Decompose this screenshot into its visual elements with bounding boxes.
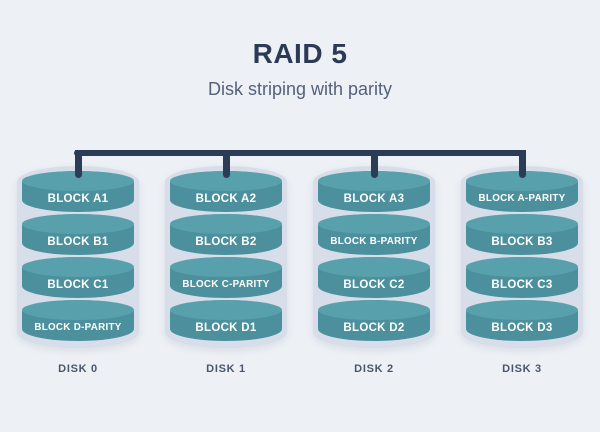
disk-block-label: BLOCK D3 xyxy=(491,322,553,334)
disk-block: BLOCK D3 xyxy=(466,300,578,341)
disk-column: BLOCK A3 BLOCK B-PARITY BLOCK C2 BLOCK D… xyxy=(313,150,435,375)
disk-column: BLOCK A2 BLOCK B2 BLOCK C-PARITY BLOCK D… xyxy=(165,150,287,375)
bus-drop-connector xyxy=(222,150,230,178)
disk-block-label: BLOCK A3 xyxy=(343,193,405,205)
disk-label: DISK 1 xyxy=(206,363,246,375)
disk-block: BLOCK C3 xyxy=(466,257,578,298)
disk-label: DISK 0 xyxy=(58,363,98,375)
disk-label: DISK 3 xyxy=(502,363,542,375)
disk-cylinder: BLOCK A3 BLOCK B-PARITY BLOCK C2 BLOCK D… xyxy=(313,166,435,348)
disk-block-label: BLOCK A2 xyxy=(195,193,257,205)
disk-block: BLOCK C-PARITY xyxy=(170,257,282,298)
disk-block-label: BLOCK C-PARITY xyxy=(182,279,270,290)
disk-block-label: BLOCK A1 xyxy=(47,193,109,205)
disk-block: BLOCK C1 xyxy=(22,257,134,298)
disk-cylinder: BLOCK A2 BLOCK B2 BLOCK C-PARITY BLOCK D… xyxy=(165,166,287,348)
disk-block: BLOCK B-PARITY xyxy=(318,214,430,255)
disk-block-label: BLOCK C3 xyxy=(491,279,553,291)
disk-block-label: BLOCK C1 xyxy=(47,279,109,291)
disk-block-label: BLOCK C2 xyxy=(343,279,405,291)
disk-block: BLOCK B3 xyxy=(466,214,578,255)
diagram-header: RAID 5 Disk striping with parity xyxy=(0,0,600,100)
disk-block: BLOCK B2 xyxy=(170,214,282,255)
disk-block-label: BLOCK D1 xyxy=(195,322,257,334)
disk-block-label: BLOCK A-PARITY xyxy=(478,193,566,204)
bus-drop-connector xyxy=(370,150,378,178)
disk-block-label: BLOCK B-PARITY xyxy=(330,236,418,247)
disk-block-label: BLOCK D-PARITY xyxy=(34,322,122,333)
disk-block: BLOCK D2 xyxy=(318,300,430,341)
disk-block: BLOCK B1 xyxy=(22,214,134,255)
disk-block-label: BLOCK D2 xyxy=(343,322,405,334)
disk-cylinder: BLOCK A-PARITY BLOCK B3 BLOCK C3 BLOCK D… xyxy=(461,166,583,348)
disk-block: BLOCK C2 xyxy=(318,257,430,298)
disk-block: BLOCK D1 xyxy=(170,300,282,341)
disk-block: BLOCK A2 xyxy=(170,171,282,212)
bus-drop-connector xyxy=(518,150,526,178)
disk-block: BLOCK A1 xyxy=(22,171,134,212)
disk-block-label: BLOCK B3 xyxy=(491,236,553,248)
disk-block: BLOCK D-PARITY xyxy=(22,300,134,341)
page-title: RAID 5 xyxy=(252,38,348,69)
bus-drop-connector xyxy=(74,150,82,178)
disk-column: BLOCK A1 BLOCK B1 BLOCK C1 BLOCK D-PARIT… xyxy=(17,150,139,375)
bus-line xyxy=(74,150,526,156)
disk-column: BLOCK A-PARITY BLOCK B3 BLOCK C3 BLOCK D… xyxy=(461,150,583,375)
disk-cylinder: BLOCK A1 BLOCK B1 BLOCK C1 BLOCK D-PARIT… xyxy=(17,166,139,348)
disk-block-label: BLOCK B2 xyxy=(195,236,257,248)
disk-block-label: BLOCK B1 xyxy=(47,236,109,248)
disk-label: DISK 2 xyxy=(354,363,394,375)
disk-row: BLOCK A1 BLOCK B1 BLOCK C1 BLOCK D-PARIT… xyxy=(0,150,600,375)
page-subtitle: Disk striping with parity xyxy=(207,79,393,99)
